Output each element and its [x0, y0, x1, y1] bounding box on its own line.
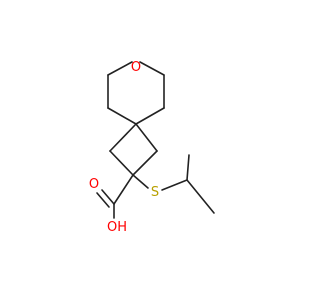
- bond-ring-spiro-c5: [107, 107, 137, 125]
- bond-ch-me-right: [186, 179, 215, 214]
- bond-carboxyl-o-double-b: [96, 192, 110, 208]
- bond-ring-o-c2: [139, 61, 165, 76]
- bond-c-carboxyl: [113, 174, 134, 205]
- bond-cb-left-spiro: [109, 123, 137, 152]
- bond-ring-c6-o: [107, 61, 133, 76]
- molecule-structure: O S O OH: [89, 60, 215, 235]
- bond-ch-me-top: [186, 154, 190, 181]
- atom-label-ring-oxygen: O: [131, 60, 141, 75]
- atom-label-sulfur: S: [151, 185, 159, 200]
- bond-cb-spiro-right: [135, 123, 158, 152]
- bond-c-s: [132, 174, 149, 189]
- structure-canvas: O S O OH: [89, 60, 215, 235]
- atom-label-carbonyl-oxygen: O: [89, 177, 99, 192]
- bond-carboxyl-o-double-a: [101, 189, 115, 205]
- bond-cb-quat-left: [109, 150, 134, 176]
- bond-cb-right-quat: [132, 150, 158, 176]
- bond-ring-c3-spiro: [135, 107, 165, 125]
- bond-s-ch: [161, 179, 188, 191]
- atom-label-hydroxyl: OH: [107, 220, 127, 235]
